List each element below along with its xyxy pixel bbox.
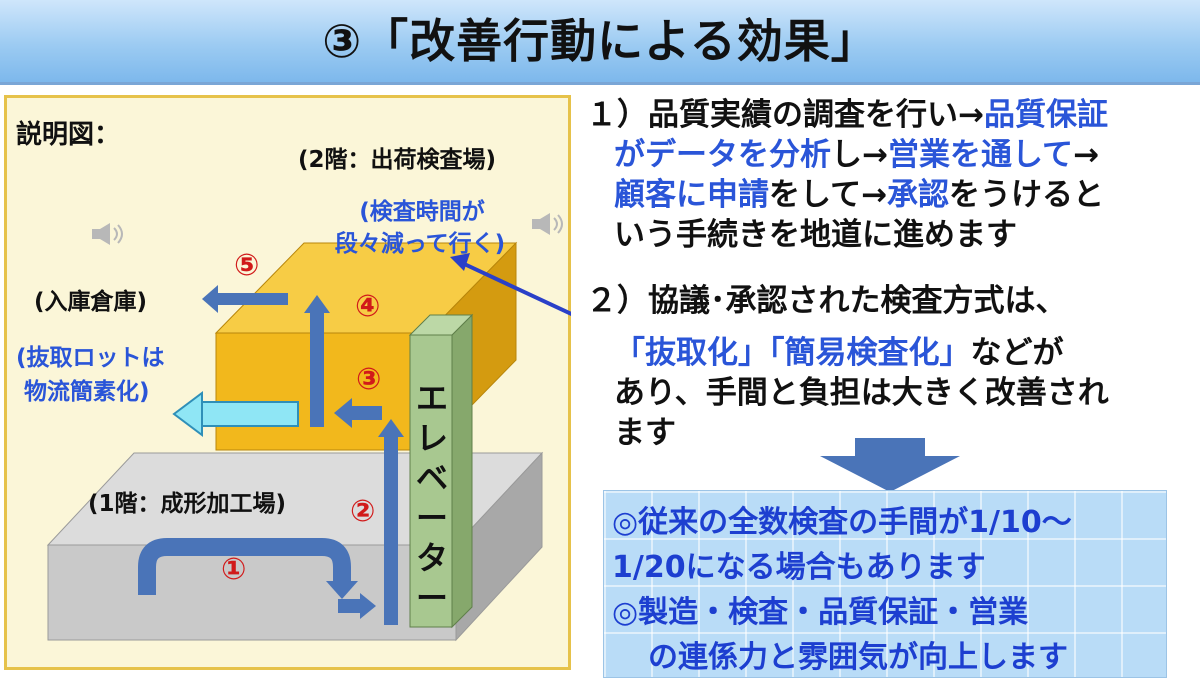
result-line2: 1/20になる場合もあります <box>612 550 986 585</box>
arrow-step4-head <box>304 295 330 313</box>
result-line1: ◎従来の全数検査の手間が1/10～ <box>612 505 1072 540</box>
sampling-note-line1: (抜取ロットは <box>16 345 165 371</box>
arrow-step1-head <box>326 581 358 599</box>
warehouse-label: (入庫倉庫) <box>34 289 148 315</box>
elevator-char: エ <box>415 379 448 417</box>
step-marker-5: ⑤ <box>234 248 260 283</box>
elevator-column <box>409 334 453 628</box>
arrow-step2-head <box>378 419 404 437</box>
inspection-note-line1: (検査時間が <box>359 199 485 225</box>
step-marker-4: ④ <box>355 289 381 324</box>
arrow-into-elevator <box>360 593 376 619</box>
explanation-item2-line4: ます <box>614 415 676 451</box>
elevator-char: レ <box>415 419 448 457</box>
elevator-char: ー <box>415 499 448 537</box>
elevator-label: エ レ ベ ー タ ー <box>412 378 452 618</box>
arrow-step1 <box>138 538 351 595</box>
result-line4: の連係力と雰囲気が向上します <box>648 640 1068 675</box>
explanation-item2-line2: 「抜取化」「簡易検査化」などが <box>614 335 1064 371</box>
elevator-char: タ <box>415 539 448 577</box>
sampling-arrow-shaft <box>199 401 299 427</box>
speaker-icon <box>92 223 123 245</box>
explanation-item2-line1: ２）協議･承認された検査方式は、 <box>586 283 1067 319</box>
result-line3: ◎製造・検査・品質保証・営業 <box>612 595 1029 630</box>
down-arrow <box>820 438 960 492</box>
floor1-label: (1階：成形加工場) <box>88 491 287 517</box>
arrow-into-elevator-shaft <box>338 599 360 613</box>
explanation-item1-line4: いう手続きを地道に進めます <box>614 217 1017 253</box>
arrow-step5-shaft <box>218 293 288 305</box>
explanation-item1-line3: 顧客に申請をして→承認をうけると <box>614 177 1105 213</box>
arrow-step3-head <box>334 398 352 428</box>
sampling-arrow-head <box>172 391 203 437</box>
diagram-caption: 説明図： <box>16 120 121 150</box>
header-divider <box>0 82 1200 85</box>
header-bar <box>0 0 1200 82</box>
elevator-char: ー <box>415 579 448 617</box>
pointer-line <box>459 260 571 317</box>
floor2-label: (2階：出荷検査場) <box>298 147 497 173</box>
arrow-step5-head <box>202 285 218 313</box>
factory-diagram <box>46 213 571 642</box>
arrow-step4-shaft <box>310 311 324 427</box>
sampling-note-line2: 物流簡素化) <box>24 379 150 405</box>
arrow-step3-shaft <box>352 406 382 420</box>
explanation-item2-line3: あり、手間と負担は大きく改善され <box>614 375 1109 411</box>
speaker-icon <box>532 213 563 235</box>
arrow-step2-shaft <box>384 435 398 625</box>
step-marker-1: ① <box>221 552 247 587</box>
results-box <box>603 490 1167 678</box>
explanation-item1-line1: １）品質実績の調査を行い→品質保証 <box>586 97 1108 133</box>
explanation-item1-line2: がデータを分析し→営業を通して→ <box>614 137 1100 173</box>
step-marker-2: ② <box>350 494 376 529</box>
pointer-line-head <box>450 253 470 271</box>
step-marker-3: ③ <box>356 362 382 397</box>
elevator-side <box>451 313 473 629</box>
page-title: ③「改善行動による効果」 <box>322 14 878 68</box>
elevator-char: ベ <box>415 459 448 497</box>
inspection-note-line2: 段々減って行く) <box>334 231 506 257</box>
